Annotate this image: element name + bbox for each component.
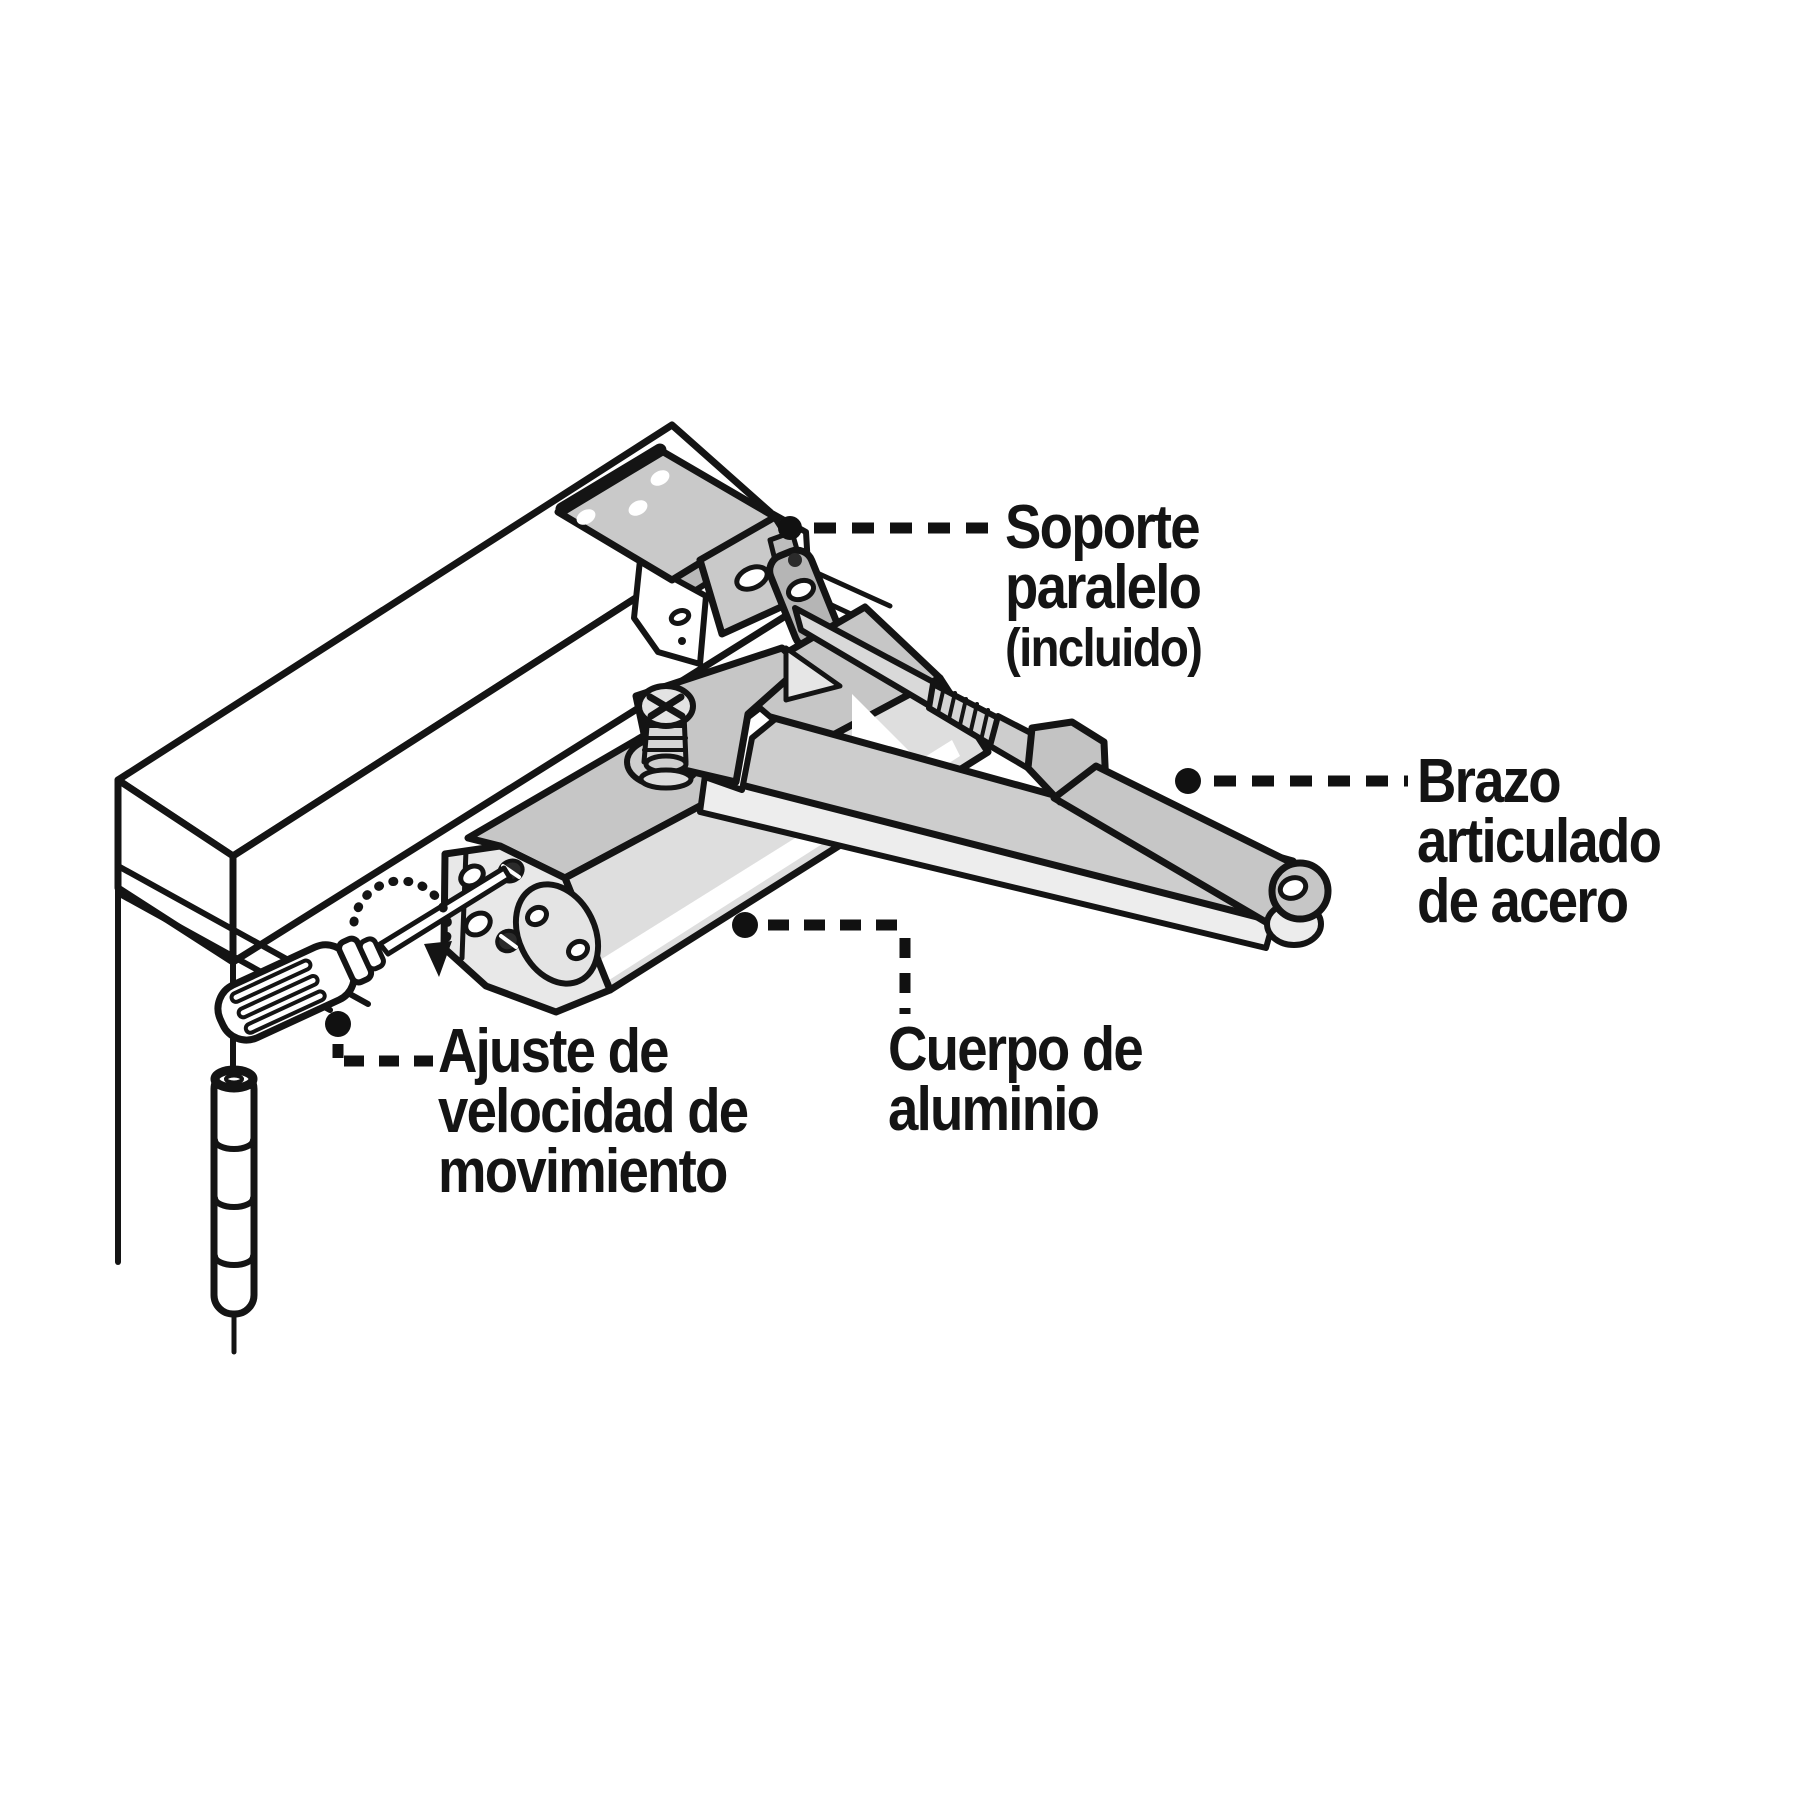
elbow-lever	[1024, 718, 1298, 932]
arrowhead-icon	[424, 941, 452, 977]
door-hinge	[210, 1065, 258, 1355]
steel-articulated-arm	[624, 605, 1332, 951]
leader-dot	[778, 516, 802, 540]
leader-cuerpo	[732, 912, 911, 1014]
label-soporte-paralelo: Soporte paralelo (incluido)	[1005, 493, 1203, 679]
label-line: Cuerpo de	[888, 1015, 1144, 1084]
label-line: movimiento	[438, 1137, 728, 1206]
parallel-bracket	[554, 443, 842, 667]
leader-brazo	[1175, 768, 1408, 794]
label-line: velocidad de	[438, 1077, 749, 1146]
rotation-arrow	[349, 876, 453, 977]
label-line: Soporte	[1005, 493, 1201, 562]
label-brazo-articulado: Brazo articulado de acero	[1417, 747, 1662, 936]
leader-dot	[325, 1011, 351, 1037]
label-ajuste-velocidad: Ajuste de velocidad de movimiento	[438, 1017, 749, 1206]
label-line: aluminio	[888, 1075, 1100, 1144]
callout-leaders	[325, 516, 1408, 1067]
label-line: de acero	[1417, 867, 1629, 936]
leader-dot	[732, 912, 758, 938]
leader-soporte	[778, 516, 998, 540]
label-line: Brazo	[1417, 747, 1562, 816]
pinion-screw	[636, 683, 696, 791]
label-line: articulado	[1417, 807, 1662, 876]
arm-tip	[1264, 859, 1332, 948]
speed-adjustment-valve	[495, 858, 525, 954]
leader-dot	[1175, 768, 1201, 794]
label-line: (incluido)	[1005, 618, 1203, 678]
label-line: Ajuste de	[438, 1017, 669, 1086]
label-cuerpo-aluminio: Cuerpo de aluminio	[888, 1015, 1144, 1144]
leader-ajuste	[325, 1011, 433, 1067]
label-line: paralelo	[1005, 553, 1202, 622]
